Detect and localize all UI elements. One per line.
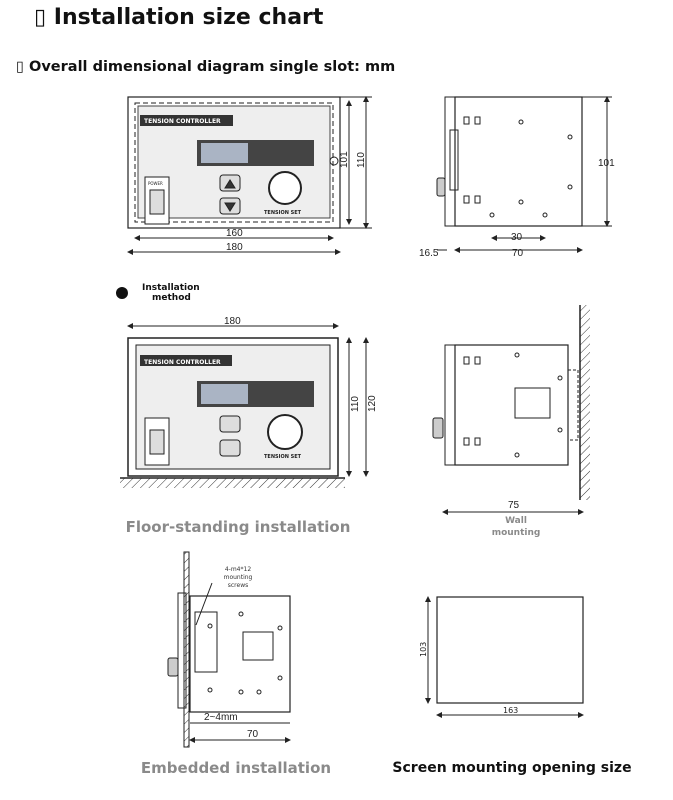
front-power-label: POWER [148, 181, 163, 186]
front-view-diagram [127, 96, 372, 255]
side-view-diagram [436, 96, 612, 253]
dim-outer-width: 180 [226, 242, 243, 253]
page-title: ▯ Installation size chart [34, 5, 324, 30]
dim-embedded-gap: 2~4mm [204, 712, 238, 723]
dim-hole-spacing: 30 [511, 232, 523, 243]
dim-inner-height: 101 [339, 151, 350, 168]
dim-floor-width: 180 [224, 316, 241, 327]
dim-opening-height: 103 [419, 642, 428, 657]
section-subtitle: ▯ Overall dimensional diagram single slo… [16, 59, 396, 75]
floor-panel-title: TENSION CONTROLLER [144, 359, 221, 366]
installation-method-label-1: Installation [142, 283, 200, 293]
dim-opening-width: 163 [503, 706, 518, 715]
black-ball-icon [116, 287, 128, 299]
dim-outer-height: 110 [356, 152, 367, 168]
front-knob-label: TENSION SET [264, 210, 302, 216]
dim-side-depth: 70 [512, 248, 524, 259]
wall-mounting-diagram [432, 305, 590, 515]
floor-knob-label: TENSION SET [264, 454, 302, 460]
embedded-note-1: 4-m4*12 [225, 566, 251, 573]
embedded-caption: Embedded installation [141, 759, 331, 777]
dim-floor-outer-height: 120 [367, 395, 378, 412]
embedded-note-2: mounting [224, 574, 253, 581]
screen-opening-diagram [425, 596, 584, 718]
embedded-diagram [167, 551, 291, 748]
embedded-note-3: screws [228, 582, 248, 589]
dim-side-height: 101 [598, 158, 615, 169]
front-panel-title: TENSION CONTROLLER [144, 118, 221, 125]
dim-floor-inner-height: 110 [350, 396, 361, 412]
floor-standing-caption: Floor-standing installation [126, 518, 351, 536]
dim-inner-width: 160 [226, 228, 243, 239]
wall-mounting-caption-2: mounting [492, 528, 541, 538]
floor-standing-diagram [120, 323, 369, 488]
wall-mounting-caption-1: Wall [505, 516, 527, 526]
dim-wall-depth: 75 [508, 500, 520, 511]
installation-method-label-2: method [152, 293, 191, 303]
dim-bracket: 16.5 [419, 248, 439, 259]
dim-embedded-depth: 70 [247, 729, 259, 740]
screen-opening-caption: Screen mounting opening size [392, 760, 631, 776]
